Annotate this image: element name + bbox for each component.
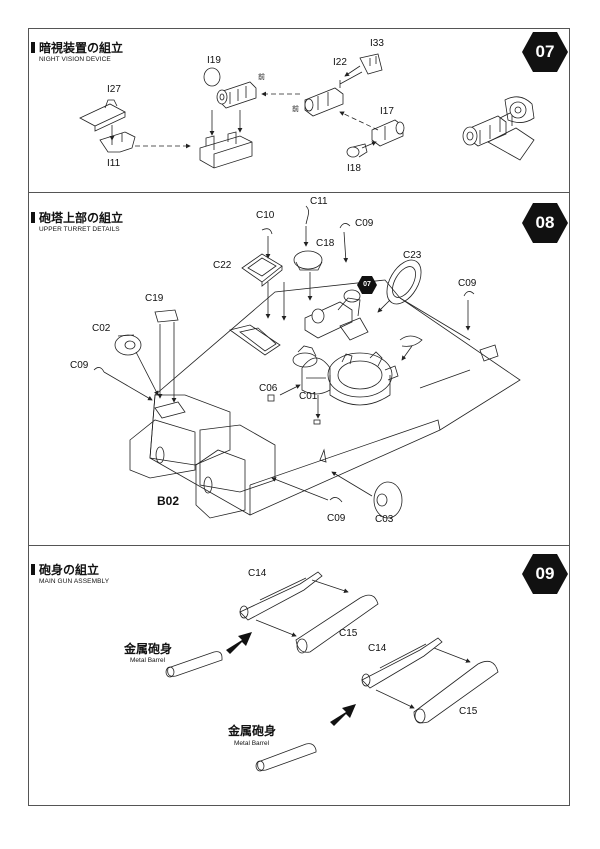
part-label-c15-first: C15 bbox=[339, 628, 358, 639]
metal-barrel-label-en-second: Metal Barrel bbox=[234, 740, 270, 747]
metal-barrel-label-jp-second: 金属砲身 bbox=[228, 724, 277, 738]
part-label-c06: C06 bbox=[259, 383, 278, 394]
part-label-c14-first: C14 bbox=[248, 568, 267, 579]
part-label-i19: I19 bbox=[207, 55, 221, 66]
part-label-b02: B02 bbox=[157, 494, 180, 508]
part-label-c19: C19 bbox=[145, 293, 164, 304]
page-frame bbox=[28, 28, 570, 806]
front-label-1: 前 bbox=[258, 74, 265, 81]
step-number-07: 07 bbox=[535, 42, 555, 61]
section-divider-2 bbox=[28, 545, 570, 546]
metal-barrel-label-en-first: Metal Barrel bbox=[130, 657, 166, 664]
step-reference-number: 07 bbox=[363, 281, 371, 288]
part-label-c09-bottom: C09 bbox=[327, 513, 346, 524]
part-label-i18: I18 bbox=[347, 163, 361, 174]
part-label-c14-second: C14 bbox=[368, 643, 387, 654]
part-label-c10: C10 bbox=[256, 210, 275, 221]
section-subtitle-main-gun: MAIN GUN ASSEMBLY bbox=[39, 578, 110, 585]
part-label-c23: C23 bbox=[403, 250, 422, 261]
part-label-c22: C22 bbox=[213, 260, 232, 271]
section-title-night-vision: 暗視装置の組立 bbox=[31, 39, 123, 56]
part-label-i22: I22 bbox=[333, 57, 347, 68]
section-title-upper-turret: 砲塔上部の組立 bbox=[31, 209, 123, 226]
part-label-c09-right: C09 bbox=[458, 278, 477, 289]
part-label-c09-left: C09 bbox=[70, 360, 89, 371]
part-label-c09-top: C09 bbox=[355, 218, 374, 229]
metal-barrel-label-jp-first: 金属砲身 bbox=[124, 642, 173, 656]
part-label-i27: I27 bbox=[107, 84, 121, 95]
part-label-c18: C18 bbox=[316, 238, 335, 249]
part-label-c02: C02 bbox=[92, 323, 111, 334]
front-label-2: 前 bbox=[292, 106, 299, 113]
step-badge-07: 07 bbox=[522, 32, 568, 72]
step-number-09: 09 bbox=[535, 564, 555, 583]
section-subtitle-night-vision: NIGHT VISION DEVICE bbox=[39, 56, 111, 63]
step-badge-09: 09 bbox=[522, 554, 568, 594]
part-label-c01: C01 bbox=[299, 391, 318, 402]
part-label-c03: C03 bbox=[375, 514, 394, 525]
step-reference-07: 07 bbox=[357, 276, 377, 294]
step-number-08: 08 bbox=[535, 213, 555, 232]
step-badge-08: 08 bbox=[522, 203, 568, 243]
part-label-c11: C11 bbox=[310, 196, 328, 207]
part-label-i33: I33 bbox=[370, 38, 384, 49]
section-subtitle-upper-turret: UPPER TURRET DETAILS bbox=[39, 226, 120, 233]
part-label-i11: I11 bbox=[107, 158, 121, 169]
section-title-main-gun: 砲身の組立 bbox=[31, 561, 99, 578]
part-label-c15-second: C15 bbox=[459, 706, 478, 717]
part-label-i17: I17 bbox=[380, 106, 394, 117]
section-divider-1 bbox=[28, 192, 570, 193]
